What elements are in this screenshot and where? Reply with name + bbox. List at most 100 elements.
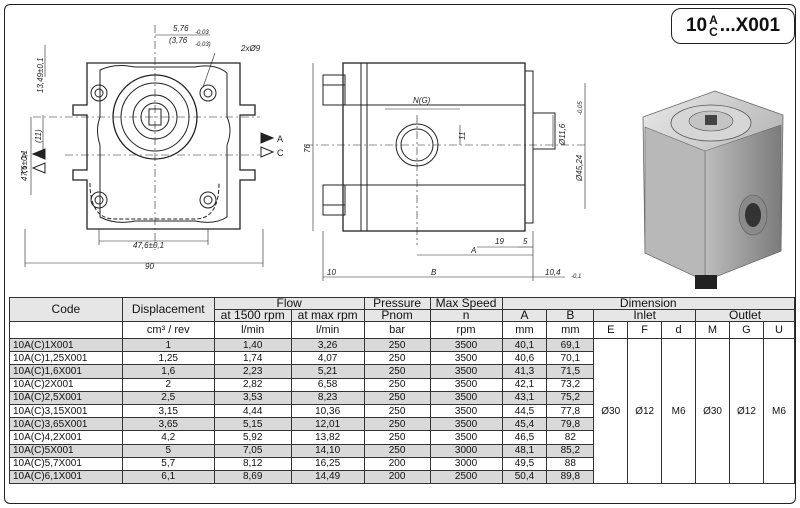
cell-f2: 6,58 <box>290 377 365 392</box>
cell-p: 250 <box>363 351 431 366</box>
col-d: d <box>661 321 697 339</box>
cell-f2: 8,23 <box>290 390 365 405</box>
cell-code: 10A(C)3,15X001 <box>9 403 123 419</box>
cell-shared-e: Ø30 <box>593 337 629 485</box>
cell-f1: 8,69 <box>213 469 292 485</box>
cell-n: 3000 <box>429 443 503 458</box>
cell-b: 79,8 <box>546 417 595 432</box>
dim-76: 76 <box>303 144 312 153</box>
header-b: B <box>546 309 595 322</box>
header-dimension: Dimension <box>501 297 795 310</box>
dim-11: (11) <box>34 129 43 143</box>
cell-disp: 1 <box>121 337 215 353</box>
cell-a: 46,5 <box>501 430 548 445</box>
col-u: U <box>762 321 795 339</box>
cell-b: 73,2 <box>546 377 595 392</box>
cell-p: 250 <box>363 364 431 379</box>
title-sup: A <box>709 13 718 27</box>
unit-displacement: cm³ / rev <box>121 321 215 339</box>
cell-f1: 1,74 <box>213 351 292 366</box>
cell-f2: 16,25 <box>290 456 365 471</box>
cell-disp: 5,7 <box>121 456 215 471</box>
cell-code: 10A(C)1,25X001 <box>9 351 123 366</box>
cell-b: 75,2 <box>546 390 595 405</box>
cell-p: 250 <box>363 403 431 419</box>
cell-n: 3500 <box>429 351 503 366</box>
cell-b: 85,2 <box>546 443 595 458</box>
cell-p: 200 <box>363 456 431 471</box>
title-prefix: 10 <box>685 15 708 36</box>
cell-a: 43,1 <box>501 390 548 405</box>
dim-5: 5 <box>523 237 528 246</box>
cell-b: 71,5 <box>546 364 595 379</box>
model-title: 10 A C ...X001 <box>671 8 795 44</box>
unit-speed: rpm <box>429 321 503 339</box>
cell-b: 70,1 <box>546 351 595 366</box>
col-f: F <box>627 321 663 339</box>
cell-n: 3500 <box>429 417 503 432</box>
dim-376-tol: -0,03) <box>195 42 211 48</box>
pump-illustration <box>642 90 784 289</box>
cell-n: 3500 <box>429 430 503 445</box>
dim-576-tol: -0,03 <box>195 30 209 36</box>
header-pnom: Pnom <box>363 309 431 322</box>
header-a: A <box>501 309 548 322</box>
dim-a-side: A <box>470 246 476 255</box>
cell-f1: 4,44 <box>213 403 292 419</box>
col-e: E <box>593 321 629 339</box>
header-at-max: at max rpm <box>290 309 365 322</box>
dim-90: 90 <box>145 262 154 271</box>
cell-code: 10A(C)2,5X001 <box>9 390 123 405</box>
dim-19: 19 <box>495 237 504 246</box>
front-view <box>72 62 256 230</box>
cell-a: 49,5 <box>501 456 548 471</box>
unit-flow-max: l/min <box>290 321 365 339</box>
cell-disp: 2,5 <box>121 390 215 405</box>
unit-b: mm <box>546 321 595 339</box>
cell-p: 250 <box>363 443 431 458</box>
cell-disp: 4,2 <box>121 430 215 445</box>
cell-a: 45,4 <box>501 417 548 432</box>
spec-table: Code Displacement Flow Pressure Max Spee… <box>9 297 795 485</box>
cell-code: 10A(C)5X001 <box>9 443 123 458</box>
cell-disp: 1,6 <box>121 364 215 379</box>
dim-4524-tol: -0,05 <box>578 101 584 115</box>
cell-f2: 5,21 <box>290 364 365 379</box>
cell-shared-f: Ø12 <box>627 337 663 485</box>
label-a-right: A <box>277 134 283 144</box>
cell-code: 10A(C)6,1X001 <box>9 469 123 485</box>
cell-n: 2500 <box>429 469 503 485</box>
cell-disp: 3,65 <box>121 417 215 432</box>
col-m: M <box>695 321 730 339</box>
title-sub: C <box>709 25 718 39</box>
cell-f2: 4,07 <box>290 351 365 366</box>
technical-drawing: 5,76 -0,03 (3,76 -0,03) 2xØ9 13,49±0,1 4… <box>20 24 784 289</box>
dim-10: 10 <box>327 268 336 277</box>
cell-a: 42,1 <box>501 377 548 392</box>
dim-104: 10,4 <box>545 268 561 277</box>
dim-b-side: B <box>431 268 437 277</box>
cell-f1: 7,05 <box>213 443 292 458</box>
label-c-right: C <box>277 148 284 158</box>
cell-f1: 5,15 <box>213 417 292 432</box>
unit-flow-1500: l/min <box>213 321 292 339</box>
cell-a: 50,4 <box>501 469 548 485</box>
cell-code: 10A(C)4,2X001 <box>9 430 123 445</box>
cell-f2: 10,36 <box>290 403 365 419</box>
dim-4524: Ø45,24 <box>575 154 584 182</box>
cell-a: 40,6 <box>501 351 548 366</box>
cell-p: 250 <box>363 390 431 405</box>
col-g: G <box>728 321 764 339</box>
cell-f2: 14,49 <box>290 469 365 485</box>
cell-disp: 1,25 <box>121 351 215 366</box>
cell-f2: 14,10 <box>290 443 365 458</box>
unit-code <box>9 321 123 339</box>
dim-1349: 13,49±0,1 <box>36 57 45 93</box>
cell-p: 200 <box>363 469 431 485</box>
header-displacement: Displacement <box>121 297 215 322</box>
header-flow: Flow <box>213 297 365 310</box>
dim-576: 5,76 <box>173 24 189 33</box>
unit-a: mm <box>501 321 548 339</box>
